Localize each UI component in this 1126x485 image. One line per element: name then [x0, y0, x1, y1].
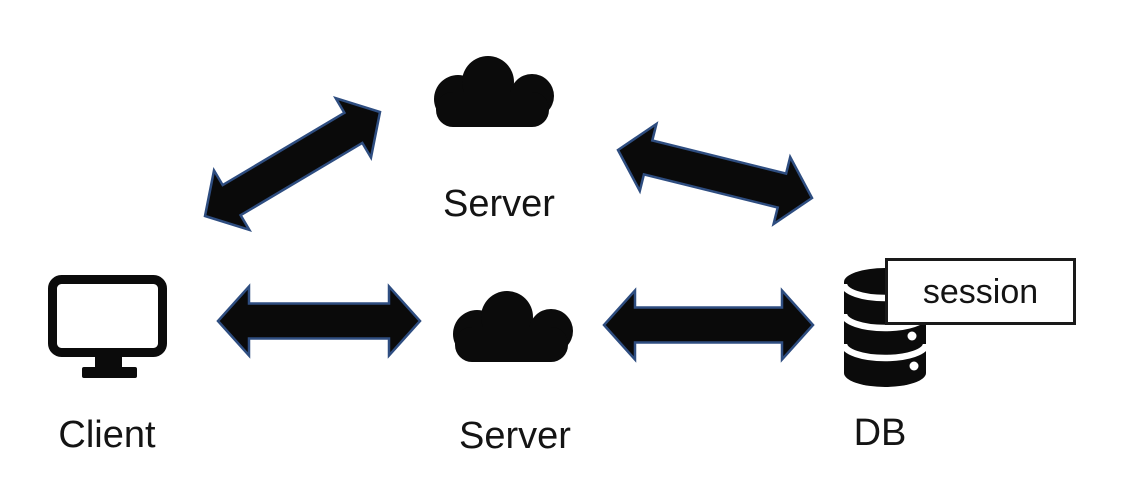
- label-client: Client: [58, 414, 156, 456]
- arrow-client-server-bottom: [216, 283, 422, 359]
- label-db: DB: [853, 412, 907, 454]
- arrow-client-server-top: [203, 96, 382, 232]
- label-server-bottom: Server: [459, 415, 571, 457]
- database-separator: [840, 343, 930, 362]
- session-box: session: [885, 258, 1076, 325]
- database-indicator-dot: [907, 331, 917, 341]
- monitor-screen: [48, 275, 167, 357]
- cloud-icon-server-bottom: [453, 291, 573, 362]
- cloud-icon: [434, 56, 554, 127]
- arrow-server-bottom-db: [602, 287, 815, 363]
- cloud-icon: [453, 291, 573, 362]
- cloud-icon-server-top: [434, 56, 554, 127]
- label-server-top: Server: [443, 183, 555, 225]
- arrow-server-top-db: [616, 121, 814, 227]
- monitor-stand-neck: [95, 355, 122, 368]
- monitor-icon: [48, 275, 167, 378]
- monitor-stand-base: [82, 367, 137, 378]
- session-label: session: [922, 272, 1039, 311]
- database-indicator-dot: [909, 361, 919, 371]
